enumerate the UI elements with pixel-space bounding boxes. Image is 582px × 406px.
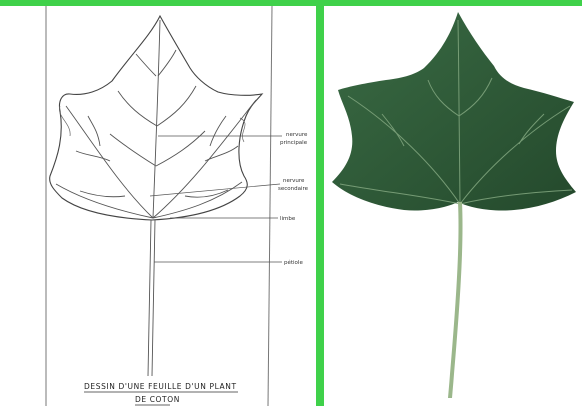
label-nervure-principale-2: principale	[280, 140, 308, 146]
caption-line-1: DESSIN D'UNE FEUILLE D'UN PLANT	[84, 382, 237, 391]
label-petiole: pétiole	[284, 259, 303, 266]
leaf-drawing: nervure principale nervure secondaire li…	[0, 6, 316, 406]
drawn-veins	[56, 20, 256, 218]
leaf-photo	[324, 6, 582, 406]
label-nervure-secondaire-1: nervure	[283, 178, 305, 184]
photo-petiole	[448, 202, 463, 398]
drawn-petiole	[148, 220, 155, 376]
label-nervure-principale-1: nervure	[286, 132, 308, 138]
photo-panel	[324, 6, 582, 406]
label-nervure-secondaire-2: secondaire	[278, 186, 309, 192]
drawn-leaf-outline	[50, 16, 262, 220]
label-limbe: limbe	[280, 216, 296, 222]
caption-line-2: DE COTON	[135, 395, 180, 404]
drawing-panel: nervure principale nervure secondaire li…	[0, 6, 316, 406]
photo-leaf-blade	[332, 12, 576, 211]
right-margin-line	[268, 6, 272, 406]
